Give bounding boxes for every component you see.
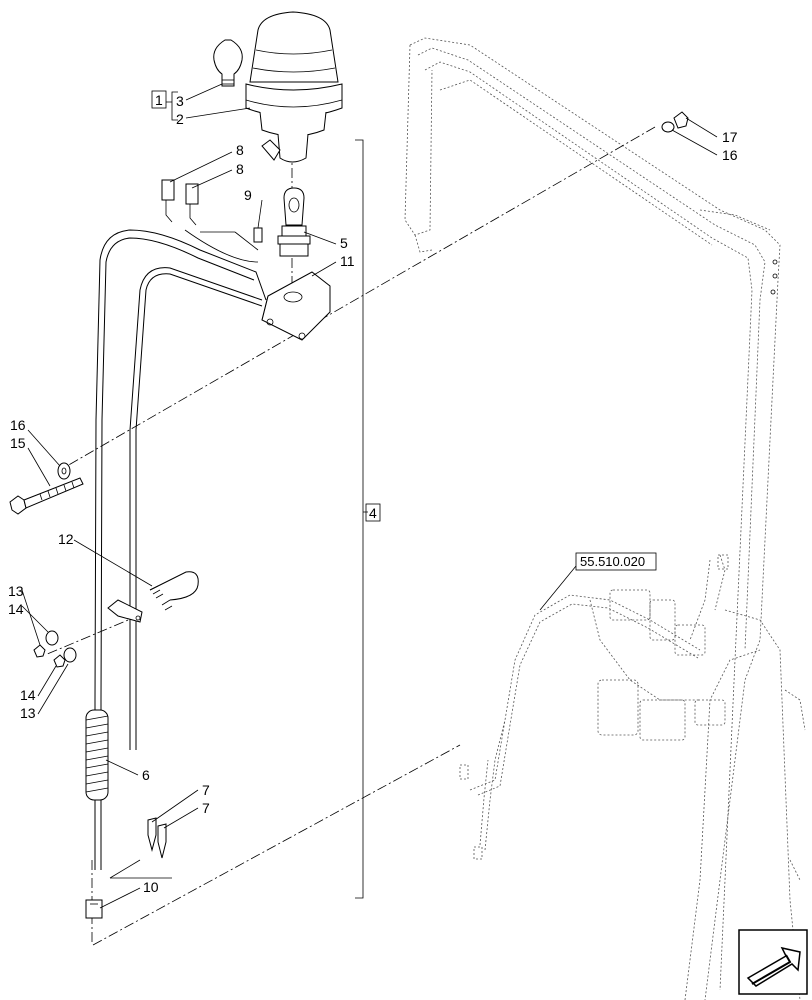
reference-label[interactable]: 55.510.020	[580, 554, 645, 569]
terminal-9	[253, 227, 263, 243]
clamp-plate	[107, 599, 143, 623]
u-bolt	[149, 571, 199, 611]
label-8b: 8	[236, 161, 244, 177]
arrow-next-icon[interactable]	[738, 929, 808, 995]
label-15: 15	[10, 435, 26, 451]
reference-box[interactable]: 55.510.020	[575, 552, 657, 571]
assembly-bracket-4	[355, 139, 368, 899]
wiring-harness	[459, 554, 806, 881]
label-8a: 8	[236, 142, 244, 158]
label-12: 12	[58, 531, 74, 547]
label-9: 9	[244, 187, 252, 203]
label-17: 17	[722, 129, 738, 145]
label-10: 10	[143, 879, 159, 895]
coil-spring	[85, 709, 109, 801]
label-box-4	[365, 503, 381, 522]
mount-base	[277, 187, 311, 257]
label-13b: 13	[20, 705, 36, 721]
assembly-bracket-1	[166, 91, 178, 121]
label-2: 2	[176, 111, 184, 127]
label-16b: 16	[722, 147, 738, 163]
washers-nuts	[33, 111, 689, 668]
label-13a: 13	[8, 583, 24, 599]
cab-frame	[404, 37, 801, 1000]
label-16a: 16	[10, 417, 26, 433]
housing-10	[85, 899, 103, 919]
label-1: 1	[155, 92, 163, 108]
bolt	[9, 477, 84, 515]
beacon-lamp	[245, 11, 343, 163]
cable	[94, 229, 267, 870]
label-11: 11	[340, 253, 355, 269]
label-3: 3	[176, 93, 184, 109]
label-4: 4	[369, 505, 377, 521]
label-6: 6	[142, 767, 150, 783]
terminals-8	[161, 179, 259, 251]
terminals-7	[109, 817, 172, 879]
label-5: 5	[340, 235, 348, 251]
label-box-1	[151, 90, 167, 109]
callout-labels: 1 3 2 8 8 9 5 11 17 16 16 15 4 12 13 14 …	[8, 90, 738, 895]
leader-lines	[21, 83, 718, 909]
label-14b: 14	[20, 687, 36, 703]
label-7a: 7	[202, 782, 210, 798]
label-7b: 7	[202, 800, 210, 816]
label-14a: 14	[8, 601, 24, 617]
bulb	[213, 39, 243, 87]
bracket	[261, 271, 331, 341]
